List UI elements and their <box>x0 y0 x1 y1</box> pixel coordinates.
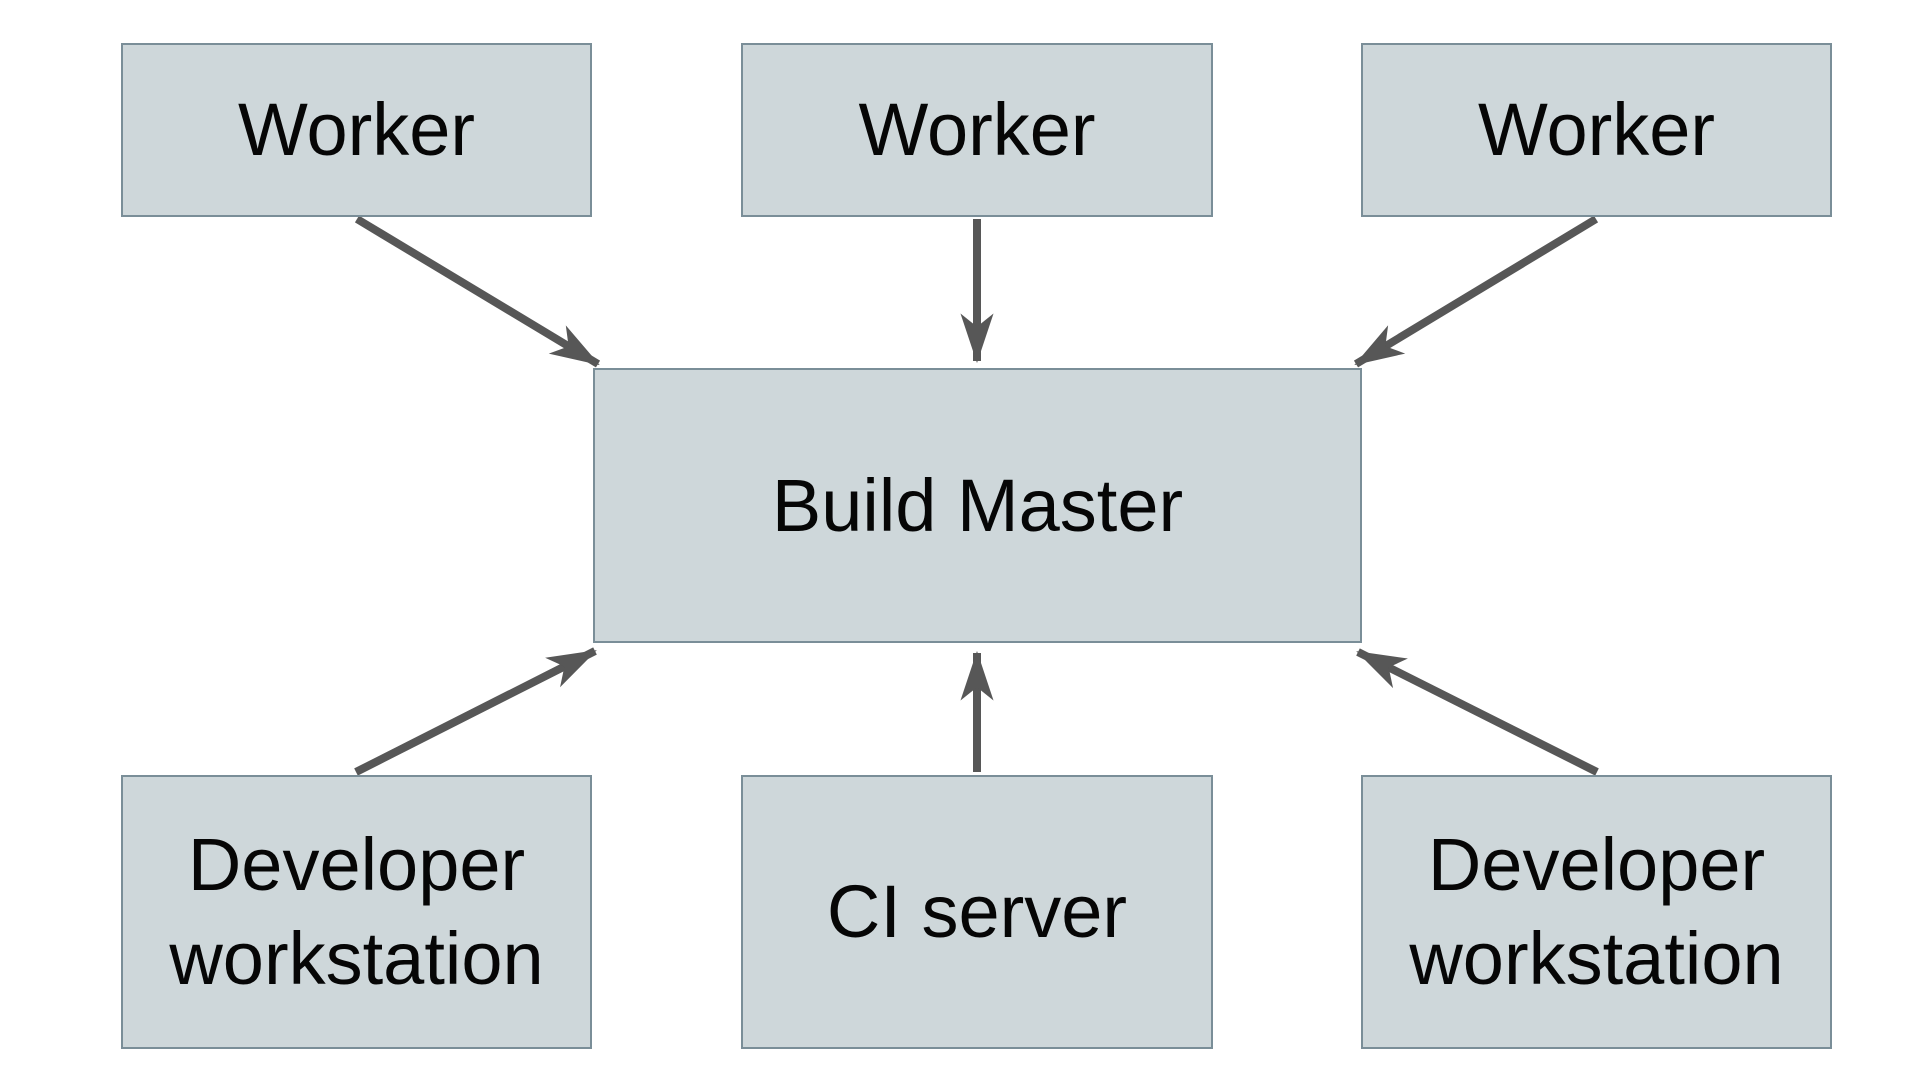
node-ci-server: CI server <box>741 775 1213 1049</box>
arrow-dev-ws-right-to-build-master <box>1356 648 1599 776</box>
node-developer-workstation-left-label: Developer workstation <box>169 823 544 1000</box>
node-worker-3-label: Worker <box>1477 88 1716 172</box>
node-developer-workstation-right-label: Developer workstation <box>1409 823 1784 1000</box>
node-worker-2: Worker <box>741 43 1213 217</box>
node-build-master: Build Master <box>593 368 1362 643</box>
node-worker-1: Worker <box>121 43 592 217</box>
node-worker-2-label: Worker <box>858 88 1096 172</box>
node-developer-workstation-left: Developer workstation <box>121 775 592 1049</box>
arrow-worker-1-to-build-master <box>354 215 601 368</box>
node-worker-3: Worker <box>1361 43 1832 217</box>
node-developer-workstation-right: Developer workstation <box>1361 775 1832 1049</box>
node-ci-server-label: CI server <box>826 870 1128 954</box>
arrow-worker-3-to-build-master <box>1353 215 1599 368</box>
node-worker-1-label: Worker <box>237 88 476 172</box>
node-build-master-label: Build Master <box>771 463 1184 547</box>
arrow-dev-ws-left-to-build-master <box>354 647 597 776</box>
